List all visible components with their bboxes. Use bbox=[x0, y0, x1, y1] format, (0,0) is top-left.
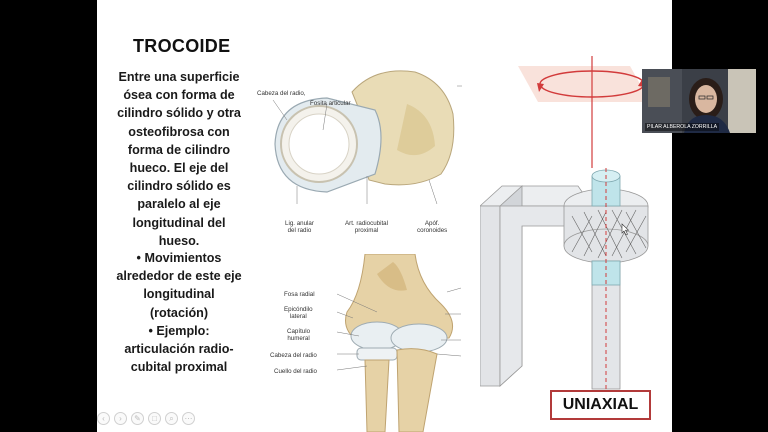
slide-title: TROCOIDE bbox=[133, 36, 231, 56]
slide: TROCOIDE Entre una superficie ósea con f… bbox=[97, 0, 672, 432]
participant-video[interactable]: PILAR ALBEROLA ZORRILLA bbox=[642, 69, 756, 133]
next-slide-icon[interactable]: › bbox=[114, 412, 127, 425]
label-cabeza-radio-top: Cabeza del radio, bbox=[257, 90, 306, 97]
bullet-example: • Ejemplo: articulación radio-cubital pr… bbox=[124, 324, 234, 375]
pivot-joint-schematic bbox=[480, 56, 650, 390]
label-art-radiocubital: Art. radiocubital proximal bbox=[345, 220, 388, 235]
radioulnar-joint-top-view bbox=[272, 70, 462, 205]
slide-description: Entre una superficie ósea con forma de c… bbox=[117, 70, 241, 248]
uniaxial-tag: UNIAXIAL bbox=[550, 390, 651, 420]
label-ligamento-anular: Lig. anular del radio bbox=[285, 220, 314, 235]
label-fosa-radial: Fosa radial bbox=[284, 291, 315, 298]
label-capitulo-humeral: Capítulo humeral bbox=[287, 328, 311, 343]
label-cuello-radio: Cuello del radio bbox=[274, 368, 317, 375]
label-fosita-articular: Fosita articular bbox=[310, 100, 351, 107]
slides-grid-icon[interactable]: □ bbox=[148, 412, 161, 425]
label-cabeza-radio-bottom: Cabeza del radio bbox=[270, 352, 317, 359]
label-epicondilo-lateral: Epicóndilo lateral bbox=[284, 306, 313, 321]
label-apofisis-coronoides: Apóf. coronoides bbox=[417, 220, 448, 235]
more-options-icon[interactable]: ⋯ bbox=[182, 412, 195, 425]
participant-name: PILAR ALBEROLA ZORRILLA bbox=[645, 123, 720, 131]
zoom-icon[interactable]: ⌕ bbox=[165, 412, 178, 425]
elbow-anterior-view bbox=[337, 254, 462, 432]
pen-icon[interactable]: ✎ bbox=[131, 412, 144, 425]
bullet-movement: • Movimientos alrededor de este eje long… bbox=[116, 251, 242, 320]
previous-slide-icon[interactable]: ‹ bbox=[97, 412, 110, 425]
participant-avatar bbox=[642, 69, 756, 133]
slide-control-bar: ‹ › ✎ □ ⌕ ⋯ bbox=[97, 412, 195, 428]
